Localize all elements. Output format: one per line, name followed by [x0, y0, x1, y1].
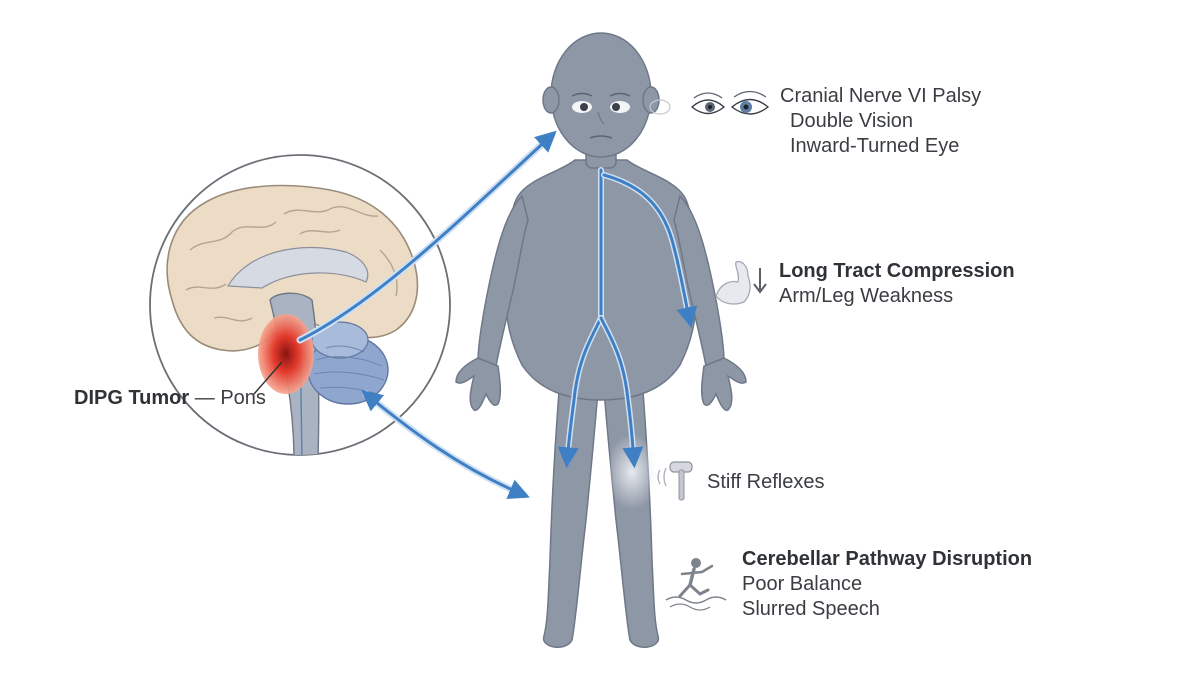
cranial-nerve-title: Cranial Nerve VI Palsy: [780, 84, 981, 109]
eye-icon: [650, 92, 768, 115]
symptom-balance: Poor Balance: [742, 572, 1032, 597]
tumor-name: DIPG Tumor: [74, 387, 189, 409]
symptom-inward-eye: Inward-Turned Eye: [780, 134, 981, 159]
cranial-nerve-label: Cranial Nerve VI Palsy Double Vision Inw…: [780, 84, 981, 159]
left-hand: [456, 358, 500, 410]
brain-inset: [150, 155, 450, 460]
tumor-site: Pons: [220, 387, 266, 409]
off-balance-person-icon: [666, 558, 726, 610]
tumor-dash: —: [195, 387, 215, 409]
symptom-speech: Slurred Speech: [742, 597, 1032, 622]
tumor-label: DIPG Tumor — Pons: [74, 386, 266, 411]
reflexes-label: Stiff Reflexes: [707, 470, 824, 495]
right-hand: [702, 358, 746, 410]
cerebellar-label: Cerebellar Pathway Disruption Poor Balan…: [742, 547, 1032, 622]
child-figure: [456, 33, 746, 647]
long-tract-label: Long Tract Compression Arm/Leg Weakness: [779, 259, 1015, 309]
symptom-weakness: Arm/Leg Weakness: [779, 284, 1015, 309]
cerebellar-title: Cerebellar Pathway Disruption: [742, 547, 1032, 572]
tumor-mass: [258, 314, 314, 394]
flexed-arm-icon: [716, 262, 750, 304]
head: [551, 33, 651, 157]
long-tract-title: Long Tract Compression: [779, 259, 1015, 284]
reflexes-title: Stiff Reflexes: [707, 471, 824, 493]
down-arrow-icon: [754, 268, 766, 292]
reflex-hammer-icon: [658, 462, 692, 500]
symptom-double-vision: Double Vision: [780, 109, 981, 134]
